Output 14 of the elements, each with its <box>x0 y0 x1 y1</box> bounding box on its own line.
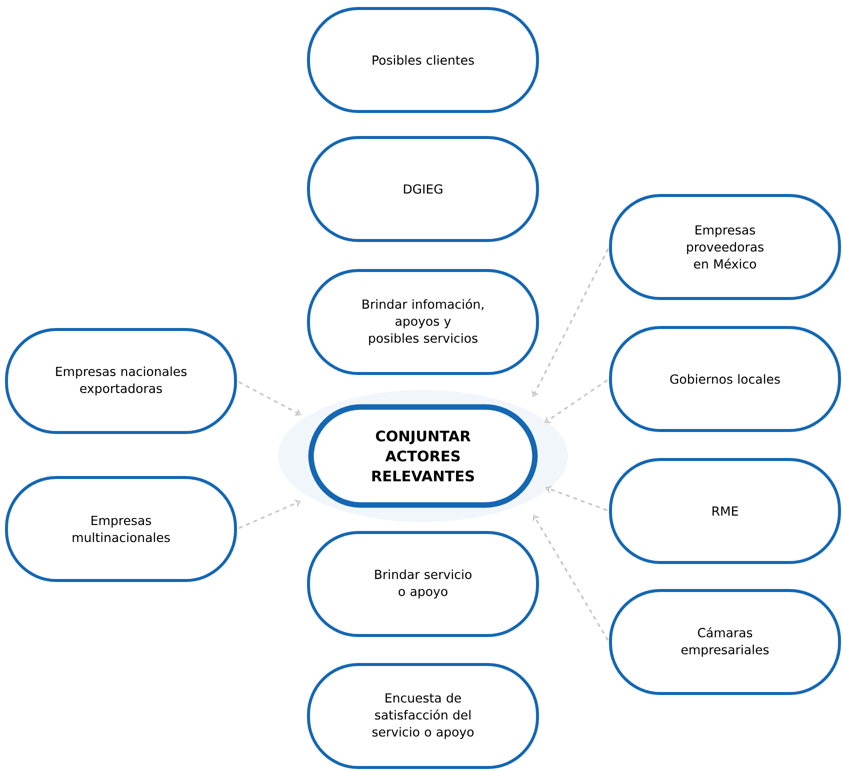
rounded-box: Encuesta de satisfacción del servicio o apoyo <box>307 663 539 769</box>
rounded-box: Gobiernos locales <box>609 326 841 432</box>
central-node: CONJUNTAR ACTORES RELEVANTES <box>308 404 538 508</box>
rounded-box: Posibles clientes <box>307 7 539 113</box>
rounded-box: RME <box>609 458 841 564</box>
rounded-box: Empresas nacionales exportadoras <box>5 328 237 434</box>
rounded-box: Empresas proveedoras en México <box>609 194 841 300</box>
rounded-box: Empresas multinacionales <box>5 476 237 582</box>
rounded-box: DGIEG <box>307 136 539 242</box>
rounded-box: Cámaras empresariales <box>609 589 841 695</box>
arrow <box>532 514 609 641</box>
arrow <box>238 500 301 529</box>
rounded-box: Brindar servicio o apoyo <box>307 531 539 637</box>
rounded-box: Brindar infomación, apoyos y posibles servicios <box>307 269 539 375</box>
